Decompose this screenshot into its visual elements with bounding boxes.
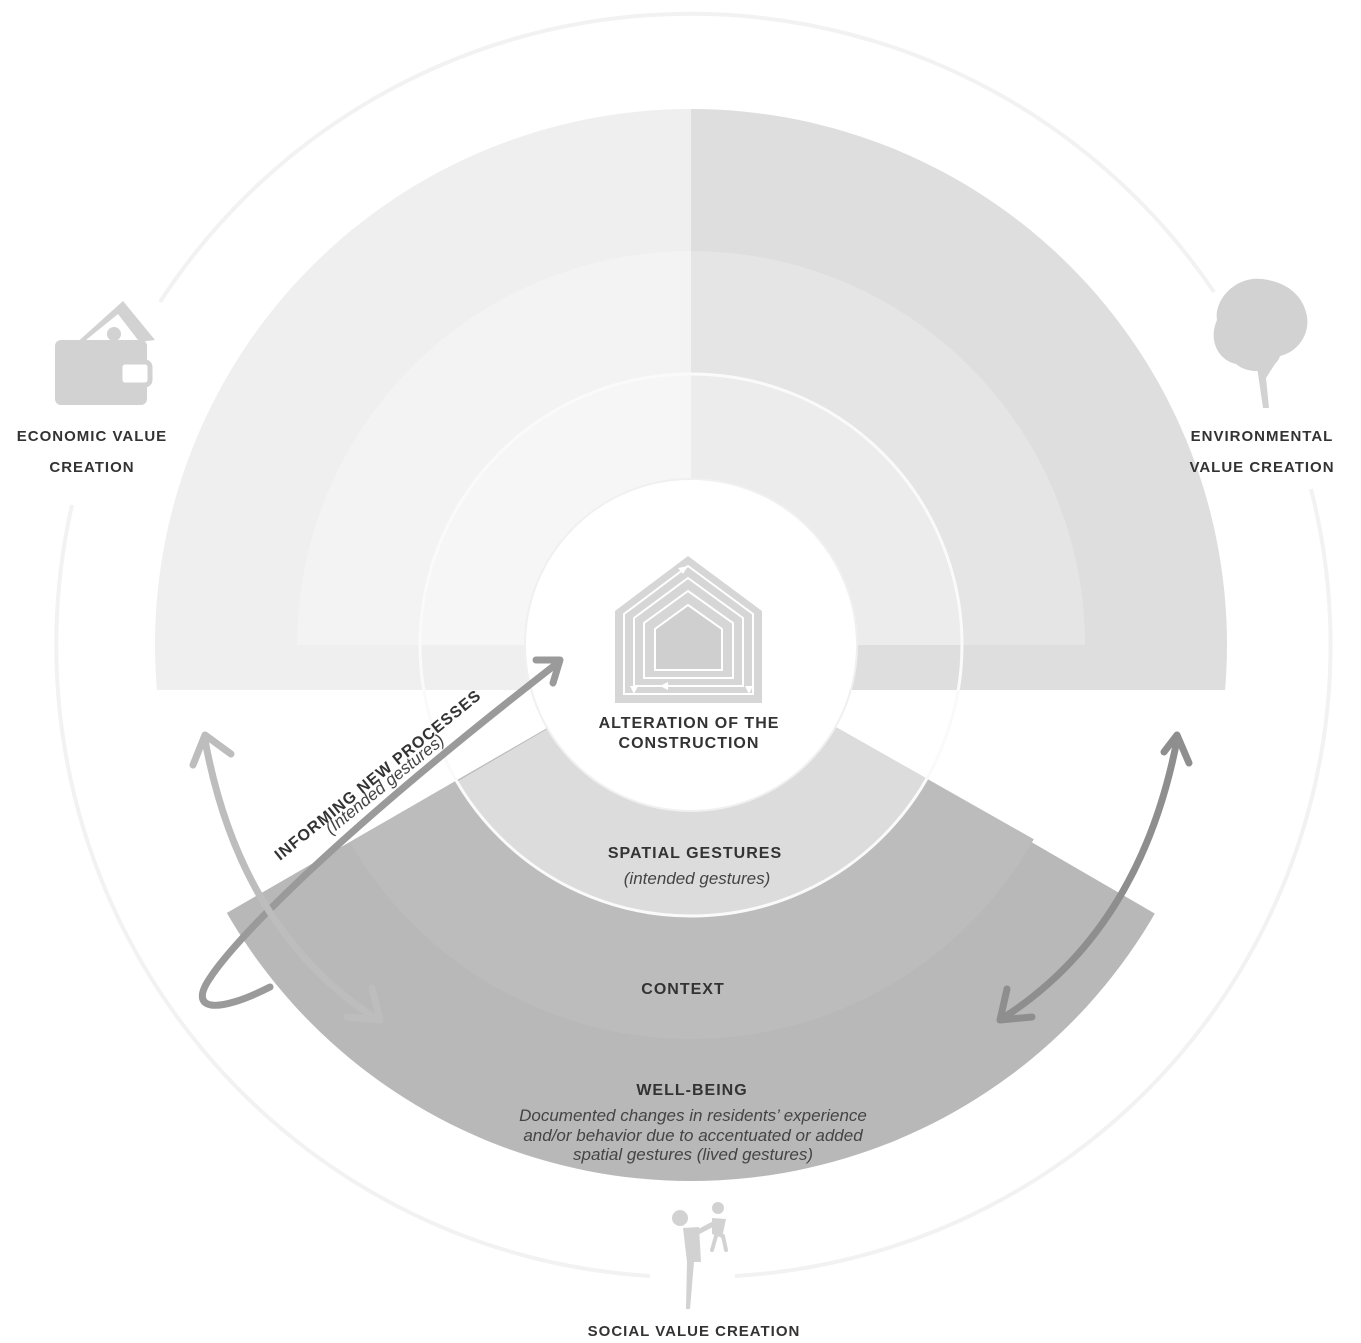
wellbeing-desc-line2: and/or behavior due to accentuated or ad… [523,1126,863,1145]
wellbeing-title: WELL-BEING [636,1082,747,1099]
left-double-arrow [189,731,384,1024]
context-title: CONTEXT [641,981,724,998]
economic-label-line2: CREATION [49,459,134,476]
wallet-icon [55,301,155,405]
spatial-gestures-title: SPATIAL GESTURES [608,845,782,862]
right-double-arrow [996,731,1193,1024]
wellbeing-desc-line1: Documented changes in residents’ experie… [519,1106,867,1125]
outer-value-ring [54,11,1333,1278]
center-title-line2: CONSTRUCTION [619,735,760,752]
spatial-gestures-subtitle: (intended gestures) [624,869,770,888]
informing-arrow [198,656,564,1009]
tree-icon [1213,278,1308,408]
economic-label-line1: ECONOMIC VALUE [17,428,167,445]
environmental-label-line1: ENVIRONMENTAL [1191,428,1334,445]
parent-child-icon [672,1202,728,1309]
center-title-line1: ALTERATION OF THE [599,715,780,732]
inner-ring-edge [418,372,964,918]
wellbeing-desc-line3: spatial gestures (lived gestures) [573,1145,813,1164]
house-cycle-icon [615,556,762,703]
social-label: SOCIAL VALUE CREATION [588,1323,801,1340]
environmental-label-line2: VALUE CREATION [1189,459,1334,476]
